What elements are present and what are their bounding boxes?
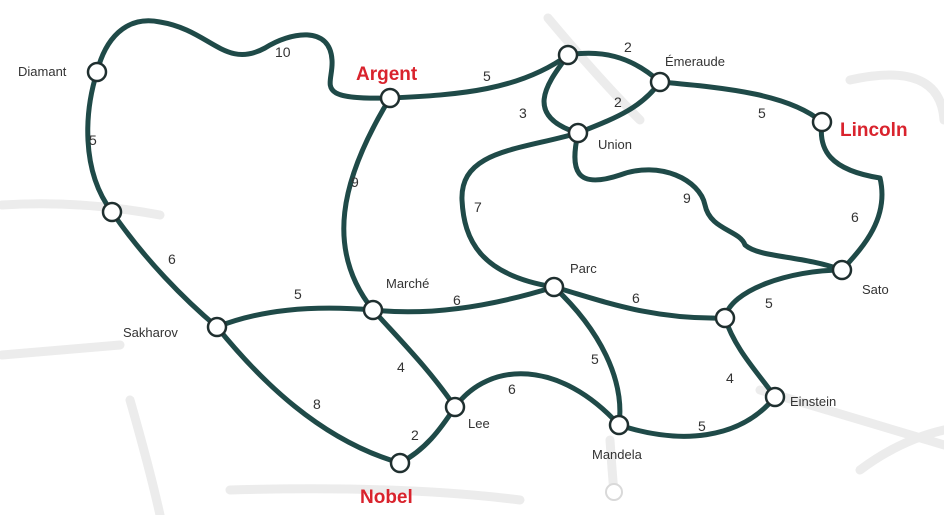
bg-road: [543, 13, 645, 125]
node-lee[interactable]: [444, 396, 466, 418]
weight-junction-right-sato: 5: [765, 295, 773, 311]
bg-road: [0, 199, 165, 220]
node-sato[interactable]: [831, 259, 853, 281]
weight-junction-emeraude: 2: [624, 39, 632, 55]
station-labels: Diamant Argent Émeraude Lincoln Union Sa…: [18, 54, 908, 508]
edge-nobel-lee: [397, 404, 458, 466]
node-nobel[interactable]: [389, 452, 411, 474]
edge-marche-lee: [370, 307, 458, 410]
edge-parc-junction-right: [551, 284, 728, 321]
weight-diamant-argent: 10: [275, 44, 291, 60]
label-mandela: Mandela: [592, 447, 643, 462]
edge-parc-mandela: [551, 284, 623, 428]
label-parc: Parc: [570, 261, 597, 276]
edge-junction-right-sato: [722, 267, 845, 321]
edge-diamant-junction-left: [85, 69, 115, 215]
node-union[interactable]: [567, 122, 589, 144]
label-sato: Sato: [862, 282, 889, 297]
node-argent[interactable]: [379, 87, 401, 109]
weight-union-sato: 9: [683, 190, 691, 206]
label-sakharov: Sakharov: [123, 325, 178, 340]
bg-road: [125, 395, 165, 515]
bg-road: [845, 70, 944, 125]
edge-lincoln-sato: [818, 119, 885, 273]
weight-argent-junction-top: 5: [483, 68, 491, 84]
weight-parc-junction-right: 6: [632, 290, 640, 306]
label-lee: Lee: [468, 416, 490, 431]
edge-sakharov-nobel: [214, 324, 403, 466]
weight-mandela-einstein: 5: [698, 418, 706, 434]
edge-lee-mandela: [452, 371, 622, 428]
node-lincoln[interactable]: [811, 111, 833, 133]
weight-diamant-junction-left: 5: [89, 132, 97, 148]
node-diamant[interactable]: [86, 61, 108, 83]
edge-argent-junction-top: [387, 52, 571, 101]
weight-junction-union: 3: [519, 105, 527, 121]
route-lines: [85, 18, 885, 466]
edge-emeraude-lincoln: [657, 79, 825, 125]
edge-marche-parc: [370, 284, 557, 315]
node-mandela[interactable]: [608, 414, 630, 436]
station-nodes: [86, 44, 853, 501]
node-parc[interactable]: [543, 276, 565, 298]
edge-union-parc: [459, 130, 581, 290]
edge-argent-marche: [341, 95, 393, 313]
edge-diamant-argent: [94, 18, 393, 101]
label-diamant: Diamant: [18, 64, 67, 79]
edge-mandela-einstein: [616, 394, 778, 439]
node-junction-left[interactable]: [101, 201, 123, 223]
edge-union-emeraude: [575, 79, 663, 136]
node-junction-top[interactable]: [557, 44, 579, 66]
node-marche[interactable]: [362, 299, 384, 321]
bg-road: [0, 340, 125, 360]
node-sakharov[interactable]: [206, 316, 228, 338]
weight-emeraude-lincoln: 5: [758, 105, 766, 121]
edge-sakharov-marche: [214, 305, 376, 330]
label-nobel: Nobel: [360, 487, 413, 508]
label-emeraude: Émeraude: [665, 54, 725, 69]
weight-sakharov-marche: 5: [294, 286, 302, 302]
bg-road: [855, 425, 944, 475]
label-einstein: Einstein: [790, 394, 836, 409]
bg-road: [225, 484, 525, 505]
node-emeraude[interactable]: [649, 71, 671, 93]
node-junction-right[interactable]: [714, 307, 736, 329]
weight-junction-left-sakharov: 6: [168, 251, 176, 267]
label-marche: Marché: [386, 276, 429, 291]
node-background: [605, 483, 623, 501]
edge-weights: 10 5 2 3 2 5 5 6 9 7 9 6 5 6 6 5 4 8 2 6…: [89, 39, 859, 443]
label-union: Union: [598, 137, 632, 152]
weight-parc-mandela: 5: [591, 351, 599, 367]
edge-junction-union: [541, 52, 581, 136]
weight-union-parc: 7: [474, 199, 482, 215]
weight-sakharov-nobel: 8: [313, 396, 321, 412]
weight-marche-lee: 4: [397, 359, 405, 375]
label-argent: Argent: [356, 64, 418, 85]
weight-union-emeraude: 2: [614, 94, 622, 110]
weight-lee-mandela: 6: [508, 381, 516, 397]
node-einstein[interactable]: [764, 386, 786, 408]
weight-lincoln-sato: 6: [851, 209, 859, 225]
weight-argent-marche: 9: [351, 174, 359, 190]
weight-nobel-lee: 2: [411, 427, 419, 443]
edge-union-sato: [572, 130, 845, 273]
weight-junction-right-einstein: 4: [726, 370, 734, 386]
weight-marche-parc: 6: [453, 292, 461, 308]
edge-junction-left-sakharov: [109, 209, 220, 330]
label-lincoln: Lincoln: [840, 120, 908, 141]
